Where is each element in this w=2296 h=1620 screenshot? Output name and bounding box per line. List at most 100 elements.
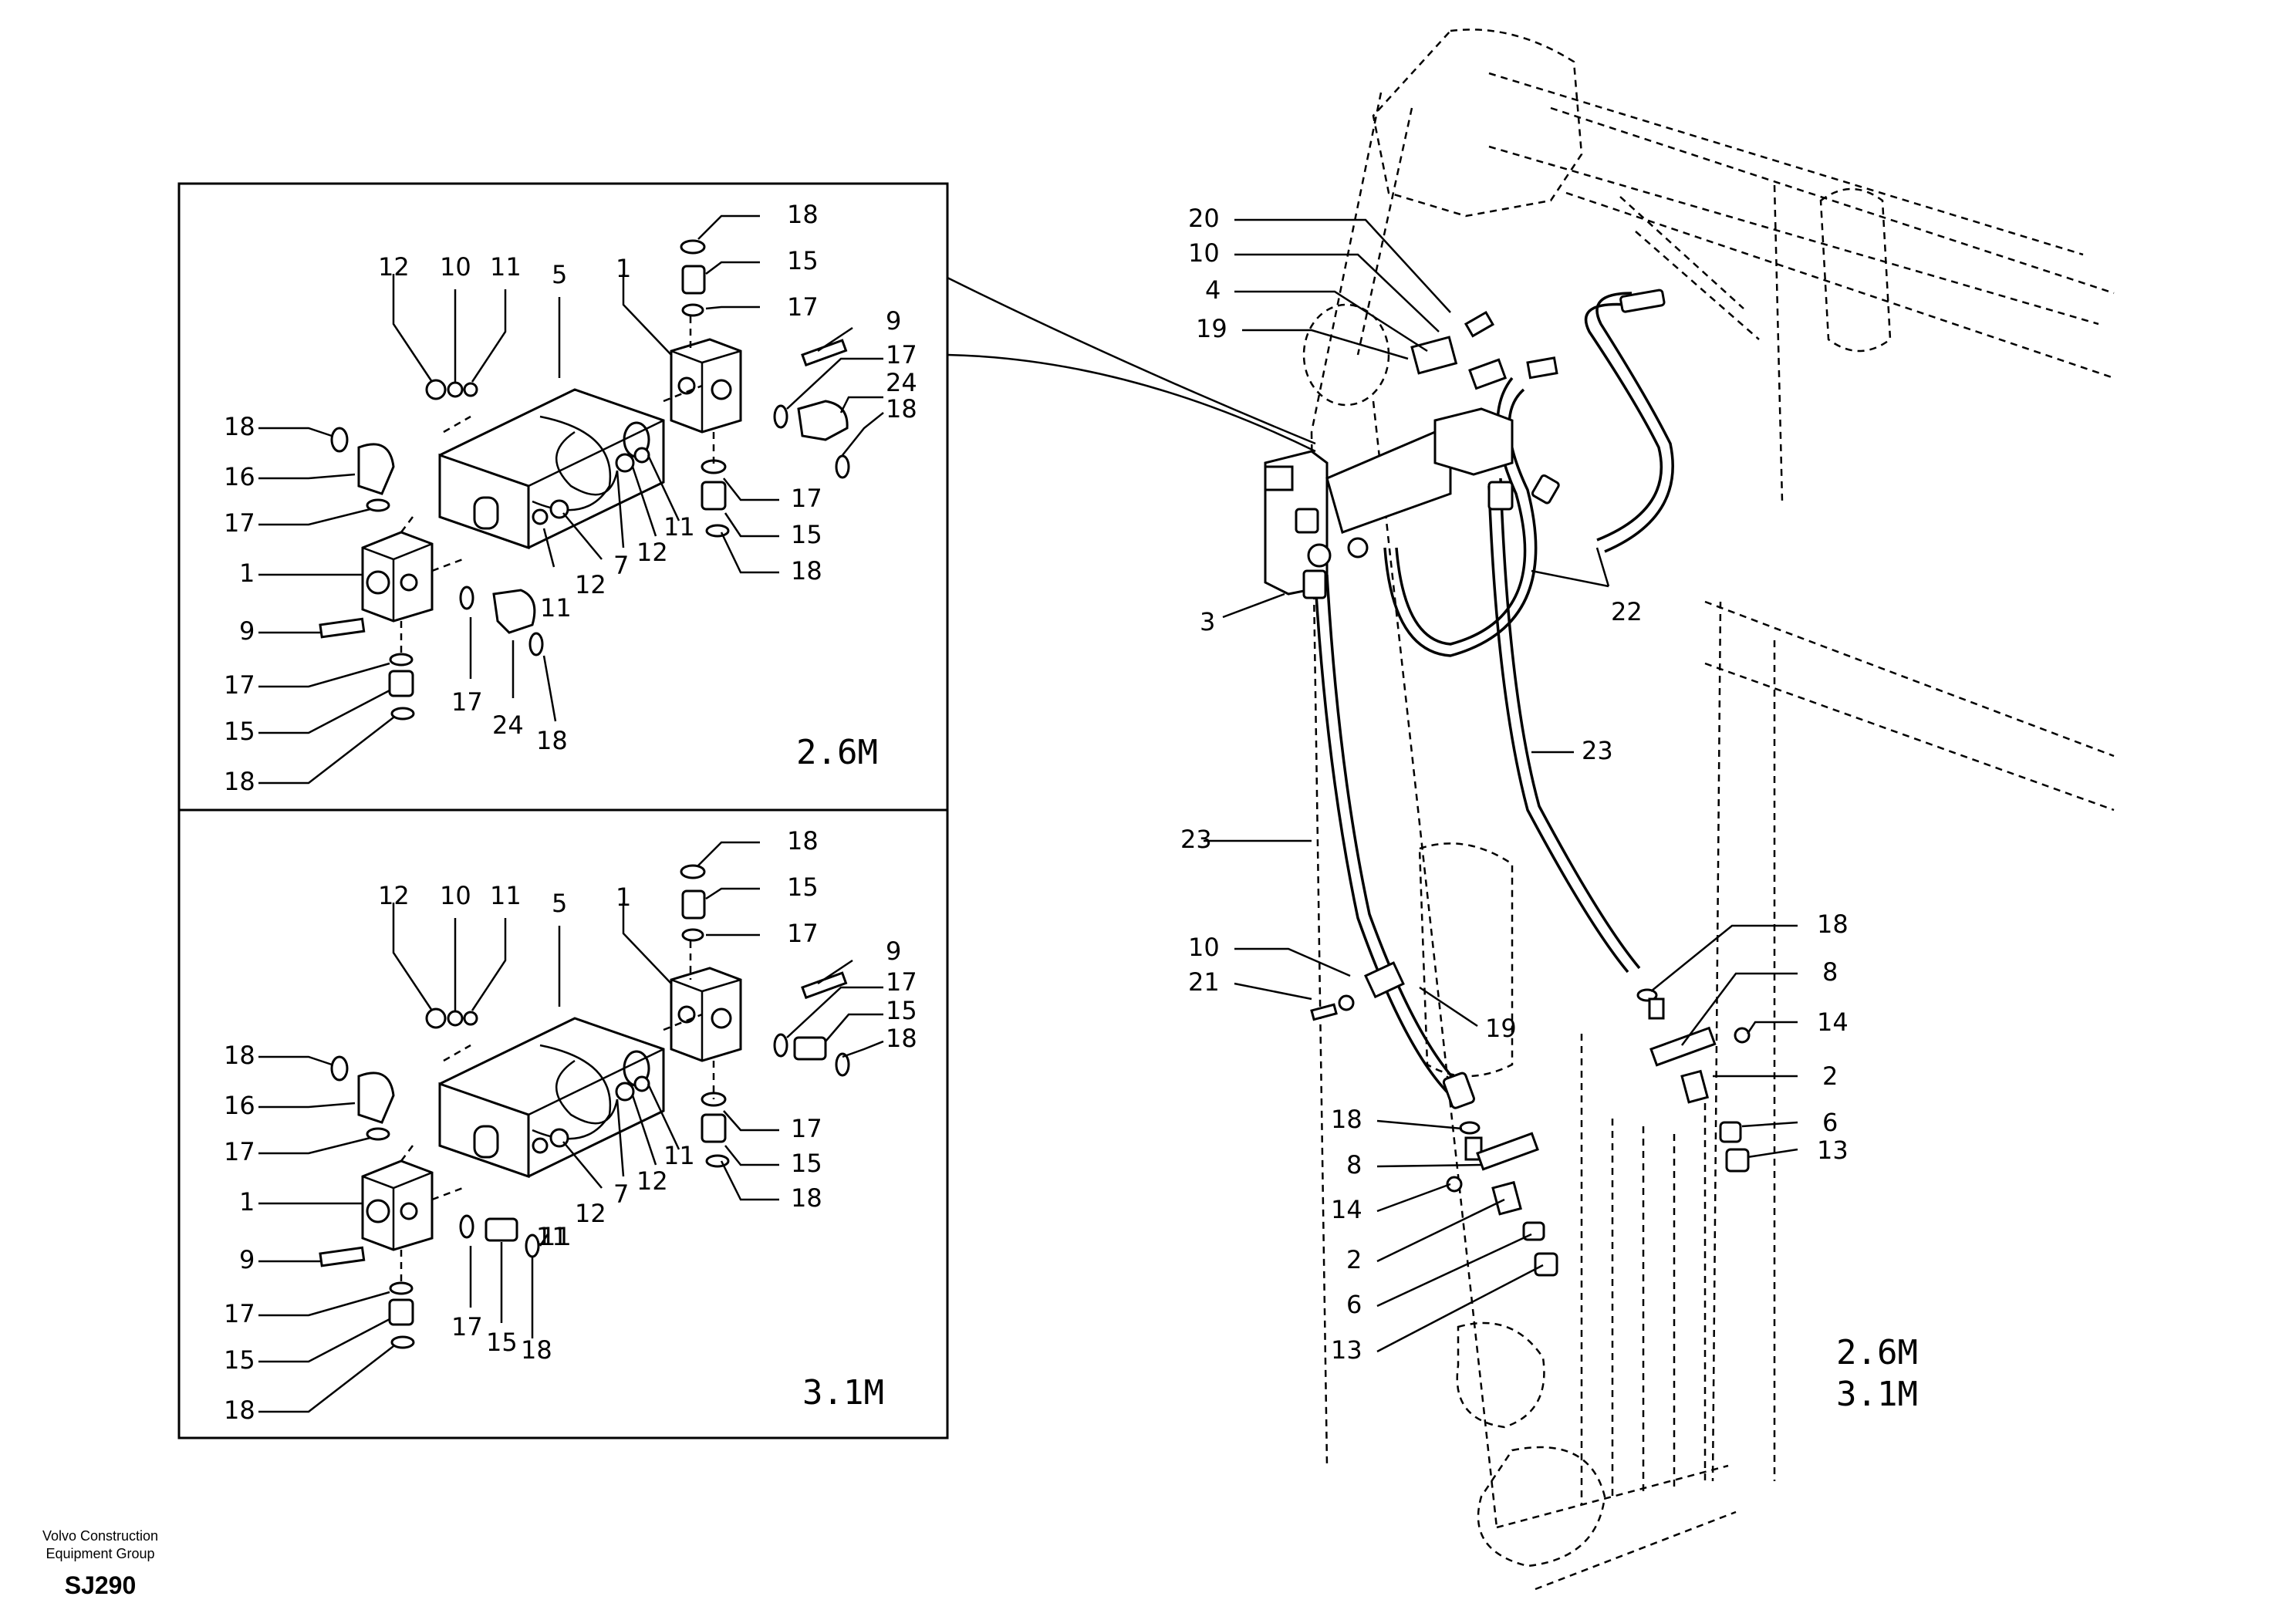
- callout: 18: [536, 726, 568, 755]
- fittings-top-detail: [319, 239, 850, 721]
- callout: 17: [787, 919, 819, 948]
- callout: 11: [540, 593, 572, 623]
- callout: 7: [613, 1180, 629, 1209]
- detail-frame: [177, 182, 1316, 1439]
- callout: 12: [636, 538, 668, 567]
- callout: 12: [575, 1199, 606, 1228]
- callout: 15: [224, 717, 255, 746]
- lower-fittings-left: [1310, 961, 1558, 1277]
- callout: 16: [224, 462, 255, 491]
- callout: 9: [239, 616, 255, 646]
- callout: 17: [787, 292, 819, 322]
- callout: 1: [616, 883, 631, 912]
- callout: 11: [663, 512, 695, 542]
- callout: 17: [791, 1114, 822, 1143]
- callout: 18: [791, 1183, 822, 1213]
- callout: 24: [492, 710, 524, 740]
- callout: 10: [440, 881, 471, 910]
- valve-block-upper: [670, 967, 742, 1062]
- callouts-bottom: 12 10 11 5 1 18 15 17 9 17 15 18 18 16 1…: [224, 826, 917, 1425]
- company-name-line2: Equipment Group: [46, 1546, 154, 1561]
- valve-block-upper: [670, 338, 742, 434]
- company-name-line1: Volvo Construction: [42, 1528, 158, 1544]
- valve-block-lower: [361, 1159, 434, 1251]
- callout: 9: [886, 937, 901, 966]
- callout: 15: [224, 1345, 255, 1375]
- callout: 11: [490, 881, 522, 910]
- callout: 18: [886, 394, 917, 424]
- callout: 13: [1817, 1136, 1849, 1165]
- callout: 19: [1485, 1014, 1517, 1043]
- variant-label: 3.1M: [802, 1373, 884, 1412]
- callout: 8: [1822, 957, 1838, 987]
- main-assembly-view: 20 10 4 19 3 22 23 23 10 21 19 18 8 14 2…: [1180, 29, 2115, 1591]
- callout: 18: [886, 1024, 917, 1053]
- leaders-bottom: [258, 841, 884, 1413]
- callout: 15: [791, 520, 822, 549]
- callout: 17: [886, 340, 917, 370]
- callout: 4: [1205, 275, 1221, 305]
- callout: 18: [224, 1396, 255, 1425]
- callout: 12: [378, 252, 410, 282]
- callout: 1: [616, 254, 631, 283]
- leaders-top: [258, 214, 884, 785]
- valve-block-lower: [361, 531, 434, 623]
- callout: 17: [224, 1137, 255, 1166]
- callout: 17: [451, 1312, 483, 1342]
- callout: 23: [1180, 825, 1212, 854]
- callout: 16: [224, 1091, 255, 1120]
- callout: 2: [1346, 1245, 1362, 1274]
- callout: 14: [1817, 1007, 1849, 1037]
- callout: 11: [663, 1141, 695, 1170]
- callout: 8: [1346, 1150, 1362, 1180]
- callout: 13: [1331, 1335, 1362, 1365]
- callout: 5: [552, 889, 567, 918]
- callout: 12: [575, 570, 606, 599]
- callout: 2: [1822, 1061, 1838, 1091]
- callout: 23: [1582, 736, 1613, 765]
- callout: 15: [787, 246, 819, 275]
- callout: 18: [791, 556, 822, 586]
- callout: 9: [886, 306, 901, 336]
- boom-outline: [1302, 29, 2115, 1591]
- callout: 15: [791, 1149, 822, 1178]
- detail-3-1m: 12 10 11 5 1 18 15 17 9 17 15 18 18 16 1…: [224, 826, 917, 1425]
- callout: 22: [1611, 597, 1643, 626]
- leaders-main: [1204, 218, 1798, 1353]
- callout: 10: [440, 252, 471, 282]
- callout: 14: [1331, 1195, 1362, 1224]
- callout: 15: [886, 996, 917, 1025]
- callout: 15: [787, 872, 819, 902]
- callout: 17: [224, 508, 255, 538]
- callouts-top: 12 10 11 5 1 18 15 17 9 17 24 18 18 16 1…: [224, 200, 917, 796]
- bracket-part: [438, 1017, 665, 1179]
- bracket-part: [438, 388, 665, 550]
- callout: 20: [1188, 204, 1220, 233]
- callout: 1: [239, 559, 255, 588]
- callout: 10: [1188, 238, 1220, 268]
- callout: 18: [224, 767, 255, 796]
- callout: 7: [613, 551, 629, 580]
- callout: 17: [224, 1299, 255, 1328]
- drawing-code: SJ290: [65, 1571, 137, 1599]
- callout: 11: [540, 1222, 572, 1251]
- callout: 15: [486, 1328, 518, 1357]
- callout: 18: [1331, 1105, 1362, 1134]
- detail-2-6m: 12 10 11 5 1 18 15 17 9 17 24 18 18 16 1…: [224, 200, 917, 796]
- variant-label: 2.6M: [1836, 1333, 1918, 1372]
- callout: 21: [1188, 967, 1220, 997]
- callout: 10: [1188, 933, 1220, 962]
- callout: 11: [536, 1222, 568, 1251]
- callout: 18: [224, 412, 255, 441]
- hoses: [1314, 292, 1674, 1097]
- callout: 6: [1346, 1290, 1362, 1319]
- footer-block: Volvo Construction Equipment Group SJ290: [42, 1528, 158, 1599]
- callout: 17: [791, 484, 822, 513]
- variant-label: 2.6M: [796, 733, 878, 772]
- callout: 18: [1817, 910, 1849, 939]
- callout: 6: [1822, 1108, 1838, 1137]
- callout: 18: [521, 1335, 552, 1365]
- callout: 9: [239, 1245, 255, 1274]
